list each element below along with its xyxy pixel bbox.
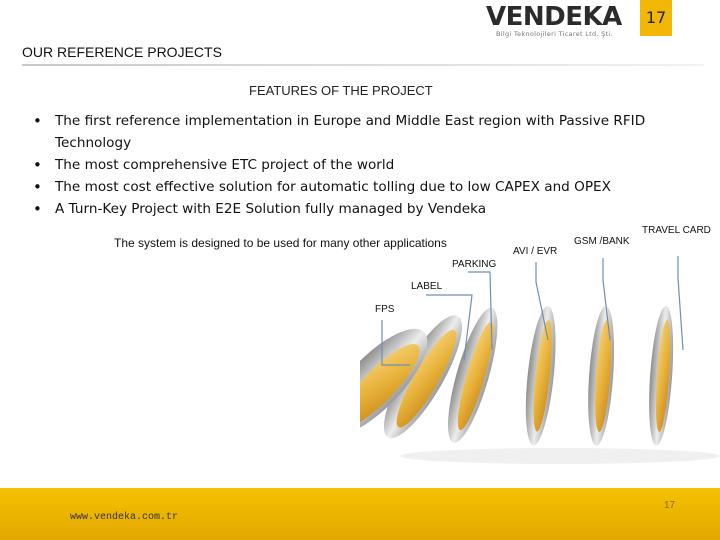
vendeka-logo: VENDEKA Bilgi Teknolojileri Ticaret Ltd.… xyxy=(486,2,640,42)
footer-bar xyxy=(0,488,720,540)
list-item: • The most comprehensive ETC project of t… xyxy=(33,154,693,176)
logo-wordmark: VENDEKA xyxy=(486,2,622,32)
label-label: LABEL xyxy=(411,281,443,292)
coin-gsm-bank xyxy=(588,305,615,446)
coin-avi-evr xyxy=(525,305,556,446)
footer-url: www.vendeka.com.tr xyxy=(70,512,179,523)
callout-lines xyxy=(381,256,684,366)
bullet-text: A Turn-Key Project with E2E Solution ful… xyxy=(55,201,487,217)
feature-list: • The first reference implementation in E… xyxy=(33,110,693,220)
label-travel-card: TRAVEL CARD xyxy=(642,225,711,236)
slide-subtitle: FEATURES OF THE PROJECT xyxy=(249,83,433,98)
bullet-text: The first reference implementation in Eu… xyxy=(55,113,646,151)
bullet-icon: • xyxy=(33,200,42,218)
label-avi-evr: AVI / EVR xyxy=(513,246,558,257)
bullet-icon: • xyxy=(33,178,42,196)
domino-coins-illustration xyxy=(360,256,720,464)
label-fps: FPS xyxy=(375,304,395,315)
applications-note: The system is designed to be used for ma… xyxy=(114,236,447,250)
label-parking: PARKING xyxy=(452,259,497,270)
coin-travel-card xyxy=(649,305,674,446)
section-title: OUR REFERENCE PROJECTS xyxy=(22,44,222,60)
list-item: • The most cost effective solution for au… xyxy=(33,176,693,198)
coin-parking xyxy=(448,307,498,443)
label-gsm-bank: GSM /BANK xyxy=(574,236,630,247)
logo-subtext: Bilgi Teknolojileri Ticaret Ltd. Şti. xyxy=(496,30,613,38)
footer-page-number: 17 xyxy=(664,500,676,511)
list-item: • A Turn-Key Project with E2E Solution fu… xyxy=(33,198,693,220)
bullet-text: The most cost effective solution for aut… xyxy=(55,179,611,195)
bullet-icon: • xyxy=(33,156,42,174)
bullet-icon: • xyxy=(33,112,42,130)
coin-label xyxy=(383,315,463,439)
title-divider xyxy=(22,64,704,66)
bullet-text: The most comprehensive ETC project of th… xyxy=(55,157,395,173)
list-item: • The first reference implementation in E… xyxy=(33,110,693,154)
page-number-badge: 17 xyxy=(640,0,672,36)
